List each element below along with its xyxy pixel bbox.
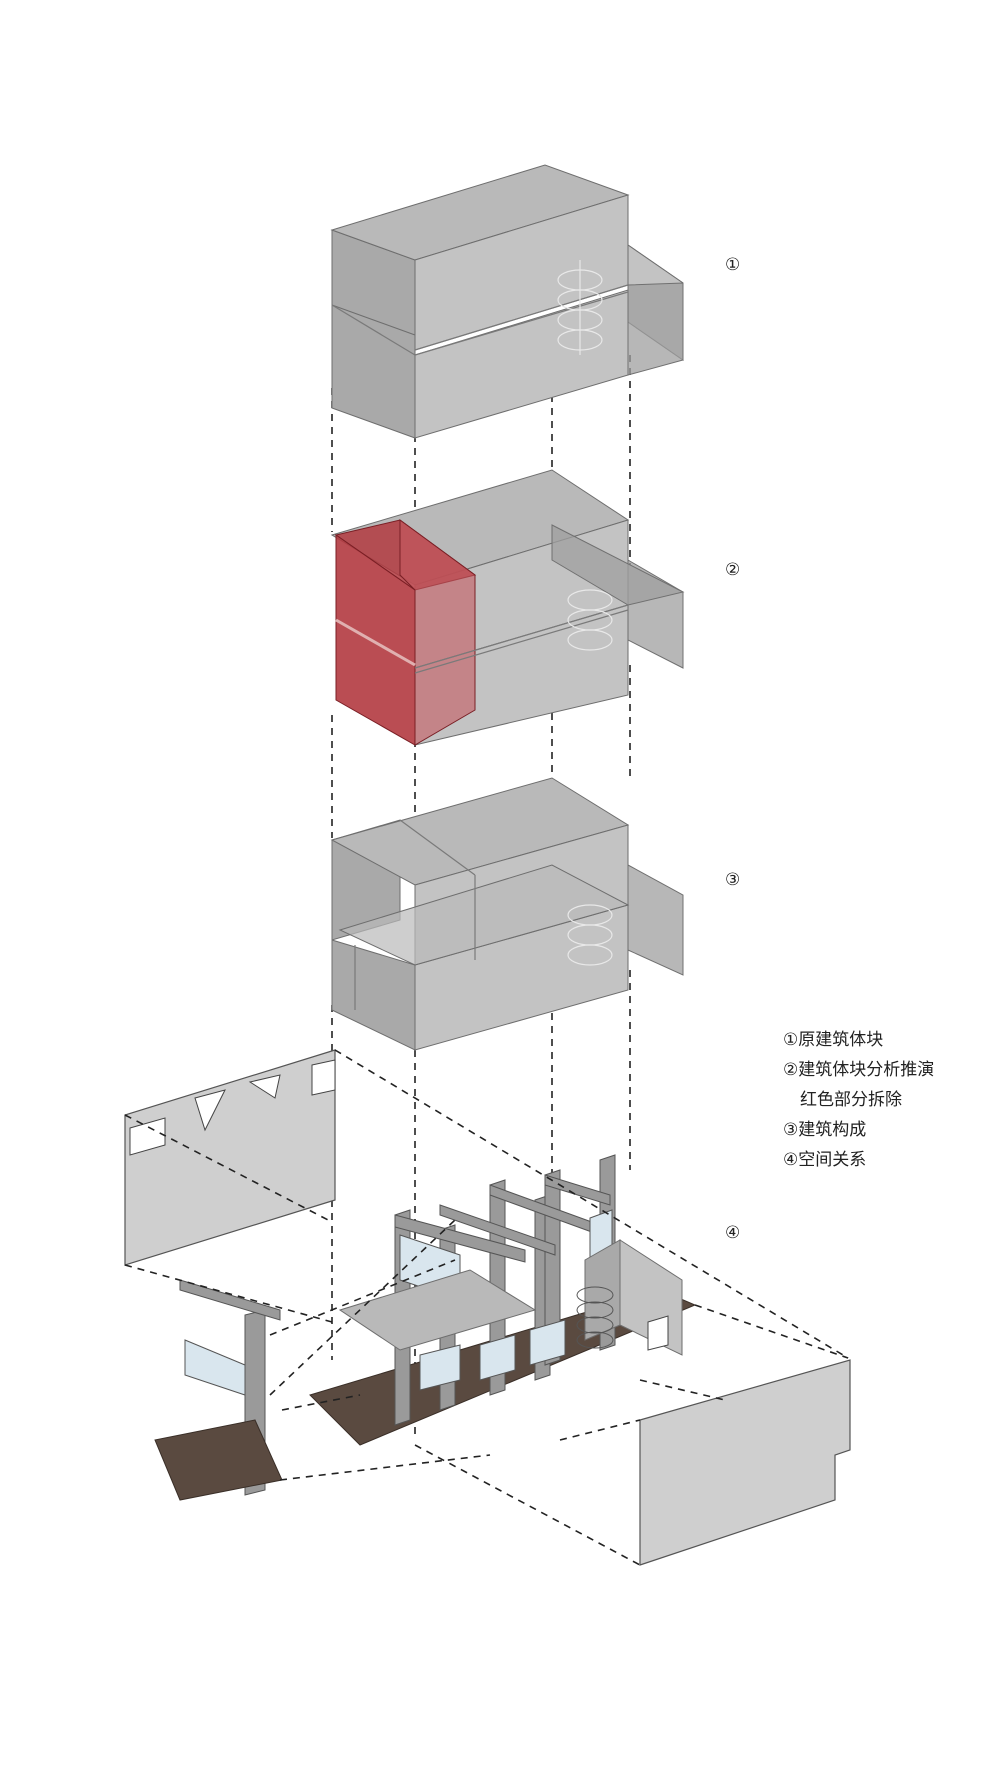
legend-item-2-note: 红色部分拆除 xyxy=(800,1090,902,1110)
left-corner-element xyxy=(154,1279,283,1501)
spiral-stair xyxy=(576,1286,614,1349)
block-2-analysis xyxy=(330,469,685,746)
demolished-part-red xyxy=(334,519,477,746)
legend-item-1: ①原建筑体块 xyxy=(783,1030,884,1050)
legend-item-3: ③建筑构成 xyxy=(783,1120,867,1140)
spiral-stair-ghost-2 xyxy=(567,589,613,651)
block-4-spatial-relationship xyxy=(124,1049,851,1566)
block-1-original-mass xyxy=(330,164,684,439)
step-label-1: ① xyxy=(725,255,741,275)
legend-item-2: ②建筑体块分析推演 xyxy=(783,1060,935,1080)
explode-guide-lines xyxy=(124,1049,849,1566)
step-label-2: ② xyxy=(725,560,741,580)
legend-item-4: ④空间关系 xyxy=(783,1150,867,1170)
block-3-composition xyxy=(330,777,684,1051)
canopy-slab xyxy=(338,1269,537,1351)
right-wall-panel xyxy=(639,1359,851,1566)
spiral-stair-ghost-1 xyxy=(557,260,603,355)
legend: ①原建筑体块 ②建筑体块分析推演 红色部分拆除 ③建筑构成 ④空间关系 xyxy=(783,1025,934,1175)
step-label-3: ③ xyxy=(725,870,741,890)
spiral-stair-ghost-3 xyxy=(567,904,613,966)
step-label-4: ④ xyxy=(725,1223,741,1243)
left-wall-panel xyxy=(124,1049,336,1266)
